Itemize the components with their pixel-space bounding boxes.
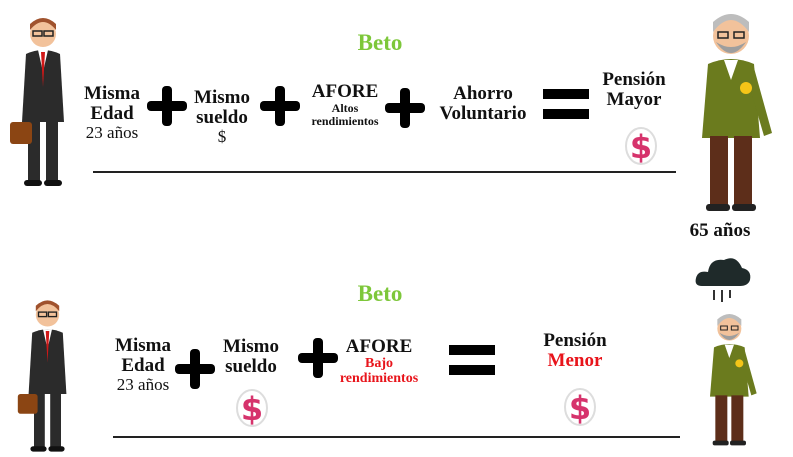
equals-icon: [543, 89, 589, 119]
voluntary-line1: Ahorro: [453, 83, 513, 104]
equals-icon: [449, 345, 495, 375]
top-result: Pensión Mayor: [602, 70, 665, 110]
result-line2: Menor: [547, 349, 603, 371]
result-line1: Pensión: [602, 69, 666, 90]
afore-sub2: rendimientos: [311, 113, 379, 128]
same-salary-line2: sueldo: [196, 106, 248, 128]
afore-label: AFORE: [311, 81, 379, 102]
rain-cloud-icon: [695, 258, 751, 302]
old-man-figure: [701, 13, 773, 212]
bottom-same-salary: Mismo sueldo: [223, 337, 279, 377]
dollar-symbol: $: [217, 126, 227, 146]
afore-sub1: Altos: [331, 100, 359, 115]
same-age-line2: Edad: [90, 102, 134, 124]
bottom-same-age: Misma Edad 23 años: [115, 336, 171, 394]
bottom-title: Beto: [357, 281, 403, 306]
result-line1: Pensión: [543, 330, 607, 351]
plus-icon: [298, 338, 338, 378]
top-afore: AFORE Altos rendimientos: [311, 82, 378, 127]
afore-sub1: Bajo: [365, 355, 393, 371]
young-man-figure: [17, 299, 68, 453]
divider-line: [93, 171, 676, 173]
plus-icon: [385, 88, 425, 128]
same-salary-line1: Mismo: [194, 87, 250, 108]
afore-label: AFORE: [345, 336, 413, 357]
plus-icon: [175, 349, 215, 389]
voluntary-line2: Voluntario: [439, 102, 527, 124]
plus-icon: [260, 86, 300, 126]
age-label: 23 años: [116, 374, 170, 394]
dollar-coin-icon: [625, 127, 657, 166]
plus-icon: [147, 86, 187, 126]
age-label: 23 años: [85, 122, 139, 142]
result-line2: Mayor: [606, 88, 662, 110]
top-same-salary: Mismo sueldo $: [194, 88, 250, 146]
bottom-result: Pensión Menor: [543, 331, 606, 371]
dollar-coin-icon: [564, 388, 596, 427]
top-same-age: Misma Edad 23 años: [84, 84, 140, 142]
bottom-afore: AFORE Bajo rendimientos: [340, 337, 418, 386]
same-age-line1: Misma: [84, 83, 140, 104]
dollar-coin-icon: [236, 389, 268, 428]
afore-sub2: rendimientos: [339, 370, 419, 386]
divider-line: [113, 436, 680, 438]
same-age-line1: Misma: [115, 335, 171, 356]
same-salary-line2: sueldo: [225, 355, 277, 377]
same-age-line2: Edad: [121, 354, 165, 376]
retirement-age: 65 años: [689, 220, 751, 241]
same-salary-line1: Mismo: [223, 336, 279, 357]
top-voluntary-savings: Ahorro Voluntario: [440, 84, 527, 124]
old-man-small-figure: [709, 313, 758, 446]
top-title: Beto: [357, 30, 403, 55]
young-man-figure: [9, 17, 65, 187]
